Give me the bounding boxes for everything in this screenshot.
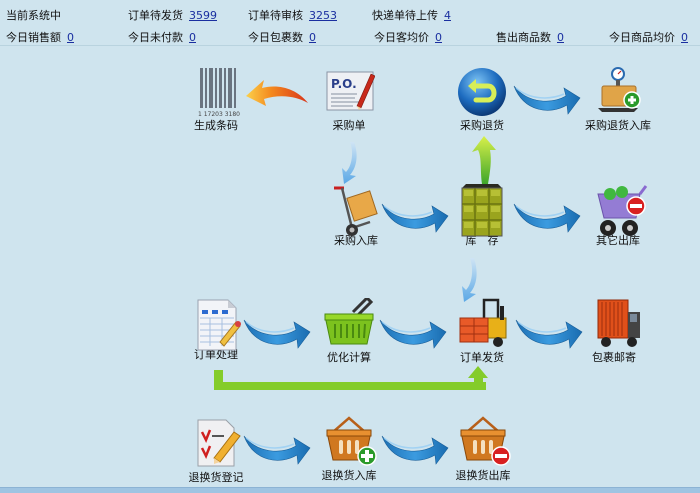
checklist-edit-icon [190,418,242,470]
node-purchase-return-in[interactable]: 采购退货入库 [578,66,658,133]
stat-label: 今日商品均价 [609,31,675,44]
node-label: 退换货入库 [321,469,377,482]
node-label: 采购单 [332,119,366,132]
arrow-inventory-to-ordership [462,258,477,302]
stat-label: 当前系统中 [6,9,61,22]
scale-box-add-icon [592,66,644,118]
arrow-exchangein-to-exchangeout [381,435,449,465]
stat-label: 快递单待上传 [372,9,438,22]
node-other-out[interactable]: 其它出库 [578,184,658,248]
node-generate-barcode[interactable]: 1 17203 3180 % 生成条码 [176,66,256,133]
arrow-inventory-to-return [472,136,496,184]
node-label: 退换货登记 [188,471,244,484]
arrow-orderprocess-to-ordership [214,366,488,390]
node-label: 采购入库 [334,234,378,247]
stat-value-link[interactable]: 0 [189,31,196,44]
cart-remove-icon [592,184,648,236]
stat-today-avg-customer-price: 今日客均价 0 [374,31,442,45]
node-parcel-mail[interactable]: 包裹邮寄 [574,298,654,365]
stat-today-unpaid: 今日未付款 0 [128,31,196,45]
node-exchange-register[interactable]: 退换货登记 [176,418,256,485]
basket-add-icon [323,416,377,468]
stat-label: 售出商品数 [496,31,551,44]
svg-text:1 17203 3180 %: 1 17203 3180 % [198,111,242,118]
node-purchase-return[interactable]: 采购退货 [442,66,522,133]
stat-today-sales: 今日销售额 0 [6,31,74,45]
arrow-ordership-to-mail [515,319,583,349]
bottom-border-bar [0,487,700,493]
stat-label: 订单待审核 [248,9,303,22]
stat-value-link[interactable]: 3253 [309,9,337,22]
arrow-inventory-to-otherout [513,203,581,233]
stat-express-pending-upload: 快递单待上传 4 [372,9,451,23]
node-label: 退换货出库 [455,469,511,482]
basket-green-icon [323,298,375,350]
node-exchange-in[interactable]: 退换货入库 [309,416,389,483]
stat-label: 订单待发货 [128,9,183,22]
stat-value-link[interactable]: 0 [681,31,688,44]
barcode-icon: 1 17203 3180 % [190,66,242,118]
stat-label: 今日客均价 [374,31,429,44]
stat-items-sold: 售出商品数 0 [496,31,564,45]
arrow-return-to-returnin [513,85,581,115]
forklift-icon [456,298,508,350]
inventory-icon [456,184,508,237]
stat-value-link[interactable]: 3599 [189,9,217,22]
node-inventory[interactable]: 库 存 [442,184,522,248]
node-exchange-out[interactable]: 退换货出库 [443,416,523,483]
stat-label: 今日包裹数 [248,31,303,44]
stat-value-link[interactable]: 0 [309,31,316,44]
truck-icon [588,298,640,350]
spreadsheet-edit-icon [190,298,242,351]
stat-orders-pending-ship: 订单待发货 3599 [128,9,217,23]
node-label: 库 存 [465,234,499,247]
node-label: 采购退货 [460,119,504,132]
basket-remove-icon [457,416,511,468]
node-order-ship[interactable]: 订单发货 [442,298,522,365]
return-icon [456,66,508,118]
node-purchase-in[interactable]: 采购入库 [316,184,396,248]
stat-today-parcels: 今日包裹数 0 [248,31,316,45]
stat-value-link[interactable]: 0 [435,31,442,44]
svg-text:P.O.: P.O. [331,77,357,91]
stat-orders-pending-review: 订单待审核 3253 [248,9,337,23]
stat-value-link[interactable]: 4 [444,9,451,22]
node-label: 其它出库 [596,234,640,247]
stat-system-status: 当前系统中 [6,9,61,23]
node-label: 采购退货入库 [585,119,651,132]
node-purchase-order[interactable]: P.O. 采购单 [309,66,389,133]
arrow-optimize-to-ordership [379,319,447,349]
node-label: 优化计算 [327,351,371,364]
arrow-po-to-purchasein [342,142,357,184]
stat-label: 今日未付款 [128,31,183,44]
hand-truck-icon [330,184,382,236]
node-label: 订单处理 [194,348,238,361]
node-optimize[interactable]: 优化计算 [309,298,389,365]
node-label: 订单发货 [460,351,504,364]
stat-value-link[interactable]: 0 [557,31,564,44]
stats-panel: 当前系统中 订单待发货 3599 订单待审核 3253 快递单待上传 4 今日销售额 0… [0,0,700,46]
node-label: 生成条码 [194,119,238,132]
node-label: 包裹邮寄 [592,351,636,364]
node-order-process[interactable]: 订单处理 [176,298,256,362]
purchase-order-icon: P.O. [323,66,375,118]
stat-today-avg-item-price: 今日商品均价 0 [609,31,688,45]
stat-label: 今日销售额 [6,31,61,44]
stat-value-link[interactable]: 0 [67,31,74,44]
